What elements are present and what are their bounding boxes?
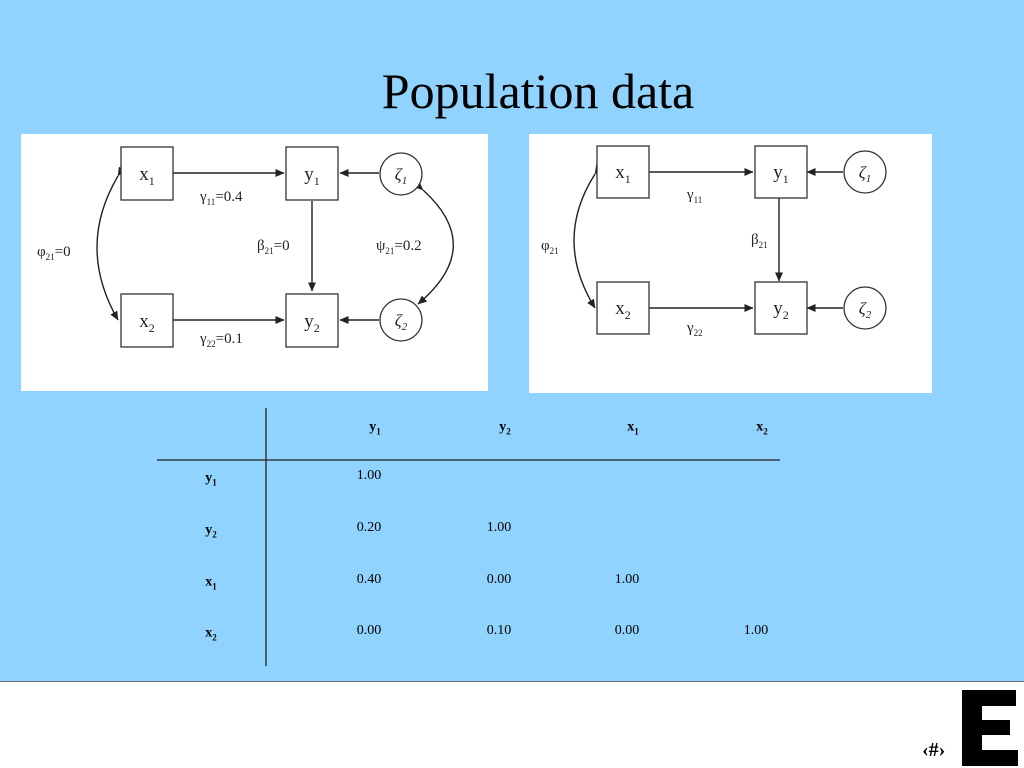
label-phi21: φ21=0 [37, 244, 71, 262]
edge-covariance-x1-x2 [573, 164, 603, 309]
matrix-cell: 0.20 [356, 520, 382, 535]
svg-text:ζ1: ζ1 [859, 163, 871, 185]
correlation-matrix: y1 y2 x1 x2 y1 1.00 y2 0.20 1.00 x1 0.40 0.00 1.00 x2… [157, 408, 780, 666]
matrix-cell: 1.00 [614, 572, 640, 587]
svg-text:y2: y2 [773, 298, 789, 322]
path-diagram-right-svg: x1 y1 x2 y2 ζ1 ζ2 γ11 γ22 [541, 145, 887, 338]
label-psi21: ψ21=0.2 [376, 238, 422, 256]
label-beta21: β21=0 [257, 238, 290, 256]
row-header-x1: x1 [205, 574, 217, 592]
svg-text:y1: y1 [773, 162, 789, 186]
svg-text:y1: y1 [304, 164, 320, 188]
svg-text:x2: x2 [139, 311, 155, 335]
svg-text:x2: x2 [615, 298, 631, 322]
node-x2: x2 [596, 281, 650, 335]
column-header-y2: y2 [499, 419, 511, 437]
matrix-cell: 0.40 [356, 572, 382, 587]
svg-text:x1: x1 [139, 164, 155, 188]
slide-title: Population data [381, 63, 695, 119]
node-x1: x1 [596, 145, 650, 199]
node-zeta2: ζ2 [379, 298, 423, 342]
column-header-y1: y1 [369, 419, 381, 437]
path-diagram-symbolic: x1 y1 x2 y2 ζ1 ζ2 γ11 γ22 [529, 134, 932, 393]
matrix-cell: 1.00 [356, 468, 382, 483]
node-zeta1: ζ1 [843, 150, 887, 194]
label-gamma22: γ22=0.1 [199, 331, 243, 349]
matrix-rules [157, 408, 780, 666]
edge-covariance-x1-x2 [96, 166, 126, 321]
svg-text:ζ1: ζ1 [395, 165, 407, 187]
node-x1: x1 [120, 146, 174, 201]
label-gamma22: γ22 [686, 320, 703, 338]
label-gamma11: γ11=0.4 [199, 189, 243, 207]
node-y1: y1 [285, 146, 339, 201]
label-phi21: φ21 [541, 238, 559, 256]
node-y2: y2 [754, 281, 808, 335]
node-zeta2: ζ2 [843, 286, 887, 330]
label-beta21: β21 [751, 232, 768, 250]
svg-text:x1: x1 [615, 162, 631, 186]
matrix-cell: 0.00 [614, 623, 640, 638]
row-header-x2: x2 [205, 625, 217, 643]
node-x2: x2 [120, 293, 174, 348]
edge-covariance-zeta1-zeta2 [414, 181, 454, 305]
svg-text:ζ2: ζ2 [395, 311, 408, 333]
column-header-x1: x1 [627, 419, 639, 437]
row-header-y2: y2 [205, 522, 217, 540]
path-diagram-left-svg: x1 y1 x2 y2 ζ1 ζ2 γ11=0.4 [37, 146, 454, 349]
node-y2: y2 [285, 293, 339, 348]
column-header-x2: x2 [756, 419, 768, 437]
node-y1: y1 [754, 145, 808, 199]
row-header-y1: y1 [205, 470, 217, 488]
matrix-cell: 1.00 [743, 623, 769, 638]
node-zeta1: ζ1 [379, 152, 423, 196]
slide-background: Population data x1 y1 [0, 0, 1024, 681]
matrix-cell: 0.00 [356, 623, 382, 638]
label-gamma11: γ11 [686, 187, 702, 205]
svg-text:ζ2: ζ2 [859, 299, 872, 321]
matrix-cell: 1.00 [486, 520, 512, 535]
svg-text:y2: y2 [304, 311, 320, 335]
matrix-cell: 0.00 [486, 572, 512, 587]
slide-number: ‹#› [922, 739, 946, 761]
e-logo-icon [962, 690, 1018, 766]
path-diagram-with-values: x1 y1 x2 y2 ζ1 ζ2 γ11=0.4 [21, 134, 488, 391]
matrix-cell: 0.10 [486, 623, 512, 638]
slide-footer [0, 681, 1024, 768]
